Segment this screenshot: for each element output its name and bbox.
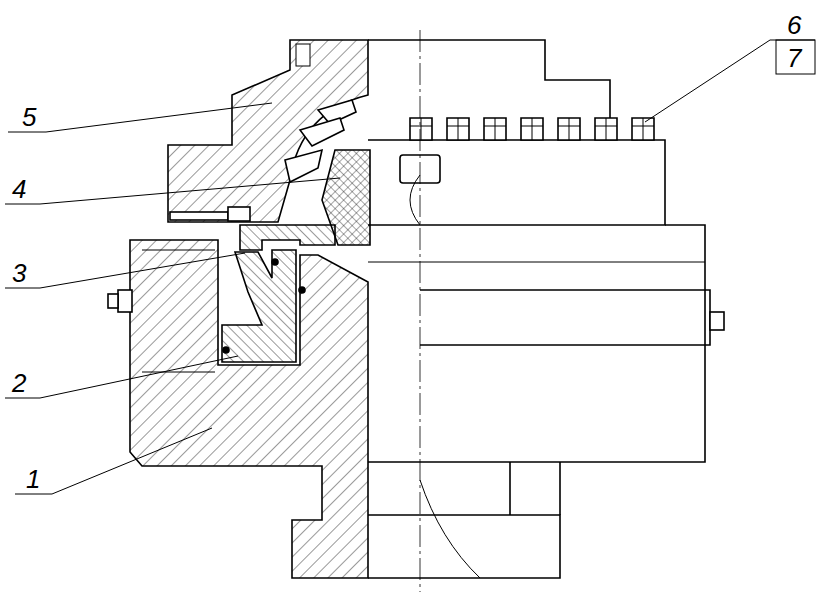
body-edge <box>368 262 705 263</box>
bolt-hole <box>142 250 215 251</box>
bolt-row <box>410 118 654 140</box>
callout-number: 6 <box>787 12 801 38</box>
bolt-head <box>228 207 250 221</box>
packer-insert <box>300 118 344 146</box>
adapter-ring <box>240 225 335 250</box>
piston-section <box>222 250 296 362</box>
callout-number: 5 <box>22 104 36 130</box>
bottom-flange <box>368 515 560 578</box>
band <box>420 290 710 345</box>
centerline <box>420 30 421 592</box>
seal <box>272 259 278 265</box>
body-exterior <box>368 225 705 462</box>
side-plug <box>710 312 724 330</box>
body-section <box>130 240 368 578</box>
leader-lines <box>5 40 815 494</box>
side-plug <box>108 294 118 308</box>
callout-number: 4 <box>12 176 26 202</box>
seal <box>223 347 229 353</box>
lifting-hole <box>296 44 310 66</box>
seal <box>299 287 305 293</box>
bolt-hole <box>142 372 215 373</box>
break-line <box>410 175 480 578</box>
bolt-hole <box>170 212 228 220</box>
callout-number: 7 <box>787 45 801 71</box>
side-plug <box>118 290 132 312</box>
callout-number: 3 <box>12 260 26 286</box>
callout-number: 1 <box>26 466 40 492</box>
bottom-neck <box>510 462 560 515</box>
packer-insert <box>285 150 322 182</box>
callout-number: 2 <box>12 370 26 396</box>
